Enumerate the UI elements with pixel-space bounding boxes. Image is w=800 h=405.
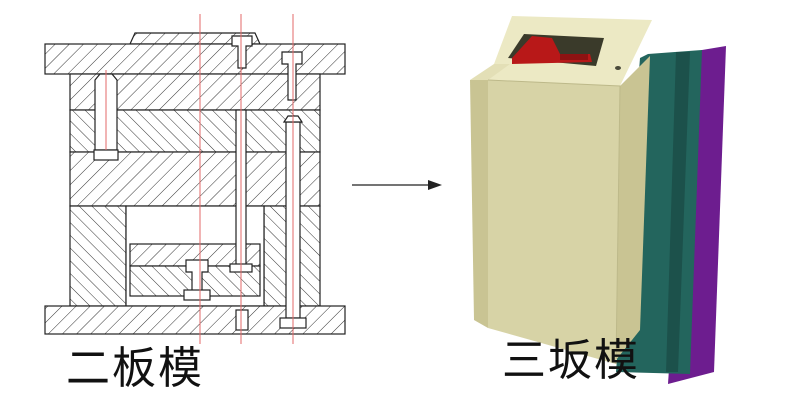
cap-screw-right xyxy=(281,51,303,101)
bottom-screw xyxy=(235,309,249,331)
three-plate-mold-caption: 三坂模 xyxy=(502,335,640,386)
guide-bushing xyxy=(93,149,119,161)
cap-screw-top xyxy=(231,35,253,69)
core-plate xyxy=(69,151,321,207)
arrow xyxy=(352,180,442,190)
sprue-hole xyxy=(615,66,621,70)
three-plate-mold-render xyxy=(470,16,726,384)
two-plate-mold-drawing xyxy=(44,32,346,335)
center-lines xyxy=(105,14,294,344)
cavity-block-front xyxy=(488,80,620,364)
edge-plate xyxy=(470,80,488,328)
two-plate-mold-caption: 二板模 xyxy=(66,343,204,394)
cavity-block-side xyxy=(616,56,650,360)
spacer-block-left xyxy=(69,205,127,307)
